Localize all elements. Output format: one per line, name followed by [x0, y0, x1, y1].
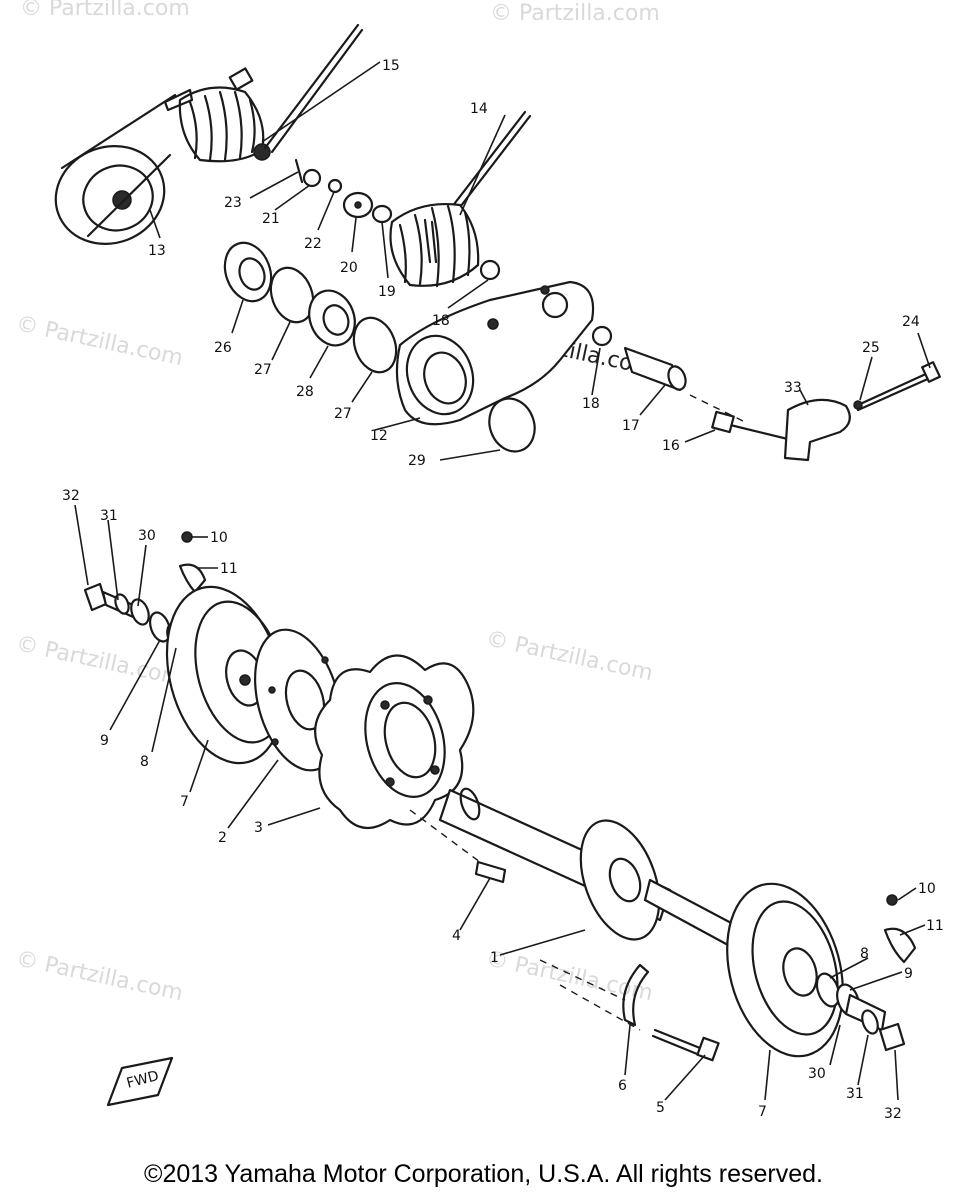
part-25-nut — [853, 400, 863, 410]
watermark: © Partzilla.com — [484, 946, 655, 1006]
callout-8a: 8 — [140, 754, 149, 770]
callout-18a: 18 — [432, 313, 450, 329]
callout-7b: 7 — [758, 1104, 767, 1120]
callout-3: 3 — [254, 820, 263, 836]
callout-6: 6 — [618, 1078, 627, 1094]
part-18-nut — [479, 259, 501, 281]
part-10-nut — [886, 894, 898, 906]
part-10-nut — [181, 531, 193, 543]
spring-19 — [389, 203, 480, 288]
left-bolt-stack — [83, 582, 186, 650]
part-7-wheel-right — [726, 882, 844, 1058]
part-1-axle — [438, 787, 737, 947]
callout-33: 33 — [784, 380, 802, 396]
callout-7a: 7 — [180, 794, 189, 810]
part-18-nut — [591, 325, 613, 347]
watermark: © Partzilla.com — [20, 0, 190, 21]
watermark: © Partzilla.com — [490, 1, 660, 26]
watermark: © Partzilla.com — [484, 626, 655, 686]
part-27-circlip — [269, 266, 315, 324]
callout-12: 12 — [370, 428, 388, 444]
fwd-arrow-icon: FWD — [106, 1056, 174, 1107]
callout-5: 5 — [656, 1100, 665, 1116]
callout-32b: 32 — [884, 1106, 902, 1122]
callout-numbers: 15 14 13 23 21 22 20 19 18 26 27 28 27 1… — [62, 58, 944, 1122]
callout-10b: 10 — [918, 881, 936, 897]
callout-14: 14 — [470, 101, 488, 117]
part-26-bearing — [223, 241, 273, 303]
callout-9a: 9 — [100, 733, 109, 749]
callout-20: 20 — [340, 260, 358, 276]
callout-11a: 11 — [220, 561, 238, 577]
watermark: © Partzilla.com — [14, 311, 185, 371]
part-4-dowel — [474, 860, 507, 884]
part-29-cap — [488, 397, 536, 453]
callout-27a: 27 — [254, 362, 272, 378]
copyright-notice: ©2013 Yamaha Motor Corporation, U.S.A. A… — [144, 1160, 823, 1188]
part-28-bearing — [308, 289, 356, 347]
callout-9b: 9 — [904, 966, 913, 982]
part-13-spring-pulley — [54, 67, 271, 245]
callout-1: 1 — [490, 950, 499, 966]
callout-25: 25 — [862, 340, 880, 356]
callout-21: 21 — [262, 211, 280, 227]
part-11-clip — [178, 563, 207, 594]
part-5-bolt — [651, 1028, 720, 1062]
callout-19: 19 — [378, 284, 396, 300]
small-hardware-upper — [294, 158, 393, 224]
watermark: © Partzilla.com — [14, 946, 185, 1006]
callout-32a: 32 — [62, 488, 80, 504]
callout-18b: 18 — [582, 396, 600, 412]
callout-16: 16 — [662, 438, 680, 454]
callout-28: 28 — [296, 384, 314, 400]
callout-29: 29 — [408, 453, 426, 469]
part-24-bolt — [856, 371, 930, 407]
right-bolt-stack — [815, 972, 906, 1052]
callout-17: 17 — [622, 418, 640, 434]
callout-30b: 30 — [808, 1066, 826, 1082]
callout-10a: 10 — [210, 530, 228, 546]
part-27-circlip — [352, 316, 398, 374]
upper-assembly — [54, 23, 941, 462]
callout-31b: 31 — [846, 1086, 864, 1102]
callout-30a: 30 — [138, 528, 156, 544]
part-3-sprocket — [314, 654, 475, 830]
callout-13: 13 — [148, 243, 166, 259]
part-12-housing — [395, 280, 595, 426]
callout-24: 24 — [902, 314, 920, 330]
callout-31a: 31 — [100, 508, 118, 524]
callout-22: 22 — [304, 236, 322, 252]
part-15-rod — [263, 23, 360, 150]
leader-lines — [74, 61, 931, 1101]
part-6-lock-plate — [622, 963, 650, 1027]
part-11-clip — [883, 927, 917, 964]
callout-11b: 11 — [926, 918, 944, 934]
callout-15: 15 — [382, 58, 400, 74]
callout-4: 4 — [452, 928, 461, 944]
callout-26: 26 — [214, 340, 232, 356]
callout-27b: 27 — [334, 406, 352, 422]
callout-8b: 8 — [860, 946, 869, 962]
part-7-wheel-left — [165, 585, 286, 765]
lower-assembly: FWD — [83, 531, 917, 1107]
callout-23: 23 — [224, 195, 242, 211]
part-33-bracket — [783, 398, 851, 462]
callout-2: 2 — [218, 830, 227, 846]
